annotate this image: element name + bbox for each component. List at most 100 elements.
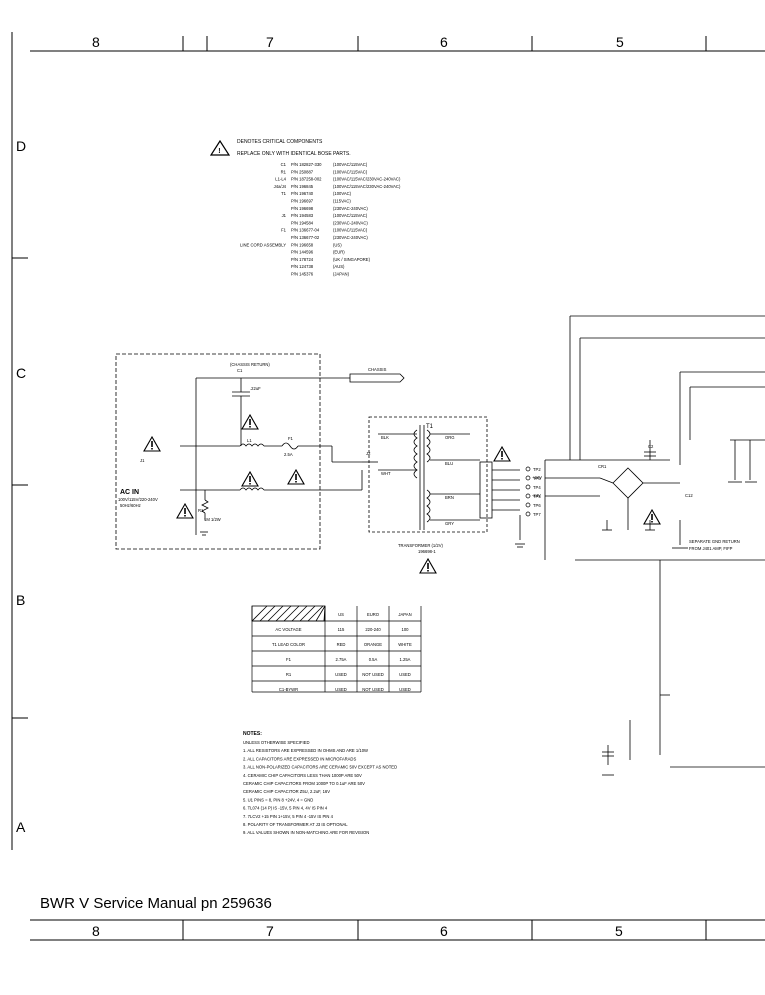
table-header: US [338, 612, 344, 617]
zone-label: 7 [266, 923, 274, 939]
zone-label: 5 [616, 34, 624, 50]
part-number: P/N 182827-330 [291, 162, 322, 167]
notes-title: NOTES: [243, 731, 262, 737]
critical-subtitle: REPLACE ONLY WITH IDENTICAL BOSE PARTS. [237, 151, 351, 157]
table-cell: 220-240 [365, 627, 381, 632]
note-line: 8. POLARITY OF TRANSFORMER AT J3 IS OPTI… [243, 822, 348, 827]
table-cell: NOT USED [362, 672, 384, 677]
row-label: C [16, 365, 26, 381]
ac-in-frequency: 50Hz/60Hz [120, 503, 141, 508]
part-number: P/N 124738 [291, 264, 314, 269]
part-description: (UK / SINGAPORE) [333, 257, 371, 262]
zone-label: 6 [440, 34, 448, 50]
c1-label: C1 [237, 368, 243, 373]
note-line: 9. ALL VALUES SHOWN IN NON-MATCHING ARE … [243, 830, 369, 835]
zone-label: 8 [92, 923, 100, 939]
part-ref: J4a/J4 [274, 184, 287, 189]
test-point-marker [525, 493, 531, 499]
l1-label: L1 [247, 438, 252, 443]
part-description: (115VAC) [333, 199, 351, 204]
table-cell: 2.75A [336, 657, 347, 662]
part-description: (100VAC/115VAC/230VAC-240VAC) [333, 184, 401, 189]
chassis-out-label: CHASSIS [368, 367, 387, 372]
part-description: (230VAC-240VAC) [333, 235, 368, 240]
part-ref: F1 [281, 228, 287, 233]
transformer-label: TRANSFORMER (1/2V) [398, 543, 444, 548]
part-number: P/N 187258-002 [291, 177, 322, 182]
j1-label: J1 [140, 458, 145, 463]
wire-color-blu: BLU [445, 461, 453, 466]
table-header: EURO [367, 612, 380, 617]
part-description: (230VAC-240VAC) [333, 206, 368, 211]
table-cell: AC VOLTAGE [275, 627, 301, 632]
part-ref: C1 [281, 162, 287, 167]
c12-label: C12 [685, 493, 693, 498]
test-point-marker [525, 466, 531, 472]
note-line: 5. U1 PINS = 8, PIN 8 +24V, 4 = GND [243, 797, 313, 802]
part-number: P/N 145376 [291, 272, 314, 277]
note-line: CERAMIC CHIP CAPACITORS FROM 1000P TO 0.… [243, 781, 365, 786]
test-point-label: TP7 [533, 512, 541, 517]
part-ref: R1 [281, 169, 287, 174]
test-point-label: TP6 [533, 503, 541, 508]
wire-color-wht: WHT [381, 471, 391, 476]
table-grid [251, 606, 422, 693]
test-point-label: TP4 [533, 485, 541, 490]
drawing-border [11, 32, 765, 941]
svg-text:!: ! [218, 148, 220, 155]
part-number: P/N 194583 [291, 213, 314, 218]
r1-label: R1 [198, 508, 204, 513]
warning-triangle-icon [643, 508, 661, 525]
table-cell: F1 [286, 657, 292, 662]
table-cell: RED [337, 642, 346, 647]
critical-warning-icon: ! [209, 139, 231, 156]
c2-label: C2 [648, 444, 654, 449]
table-cell: R1 [286, 672, 292, 677]
note-line: 1. ALL RESISTORS ARE EXPRESSED IN OHMS A… [243, 748, 368, 753]
table-cell: USED [335, 672, 347, 677]
dc-minus-label: -24V [532, 493, 541, 498]
part-description: (100VAC) [333, 191, 352, 196]
test-point-label: TP5 [533, 494, 541, 499]
warning-triangle-icon [493, 445, 511, 462]
zone-label: 8 [92, 34, 100, 50]
table-cell: 0.5A [369, 657, 378, 662]
part-number: P/N 178724 [291, 257, 314, 262]
part-description: (JAPAN) [333, 272, 350, 277]
part-description: (230VAC-240VAC) [333, 220, 368, 225]
warning-triangle-icon [176, 502, 194, 519]
table-cell: USED [335, 687, 347, 692]
table-cell: 115 [338, 627, 345, 632]
ac-input-box [115, 353, 321, 550]
part-number: P/N 196697 [291, 199, 314, 204]
ac-in-label: AC IN [120, 489, 139, 496]
part-number: P/N 136677-04 [291, 228, 320, 233]
warning-triangle-icon [143, 435, 161, 452]
note-line: 7. 7LCV2 +15 PIN 1+15V, 5 PIN 4 -15V IS … [243, 814, 334, 819]
part-ref: L1-L4 [275, 177, 286, 182]
part-number: P/N 196740 [291, 191, 314, 196]
r1-value: 1M 1/2W [204, 517, 221, 522]
note-line: 4. CERAMIC CHIP CAPACITORS LESS THAN 100… [243, 773, 362, 778]
note-line: 3. ALL NON-POLARIZED CAPACITORS ARE CERA… [243, 765, 397, 770]
part-number: P/N 194584 [291, 220, 314, 225]
test-point-marker [525, 511, 531, 517]
table-cell: C1-BYWR [279, 687, 298, 692]
part-number: P/N 196658 [291, 242, 314, 247]
wire-color-brn: BRN [445, 495, 454, 500]
note-line: 2. ALL CAPACITORS ARE EXPRESSED IN MICRO… [243, 756, 356, 761]
transformer-t1 [362, 416, 488, 533]
warning-triangle-icon [287, 468, 305, 485]
separate-return-2: FROM J401 AMP, FIFP [689, 546, 733, 551]
table-cell: T1 LEAD COLOR [272, 642, 305, 647]
part-description: (AUS) [333, 264, 345, 269]
part-number: P/N 196845 [291, 184, 314, 189]
table-header: JAPAN [398, 612, 411, 617]
table-cell: WHITE [398, 642, 412, 647]
test-point-marker [525, 484, 531, 490]
table-cell: USED [399, 672, 411, 677]
